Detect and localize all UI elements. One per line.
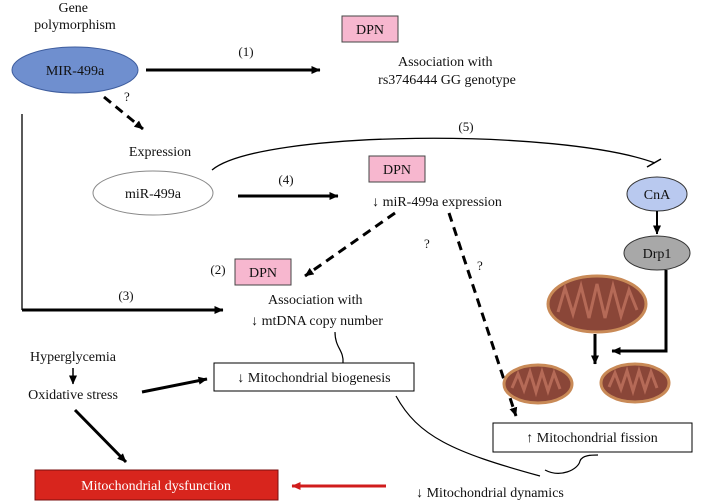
step-1-label: (1) <box>238 44 253 59</box>
hyperglycemia-label: Hyperglycemia <box>30 350 117 365</box>
question-mark-3: ? <box>477 258 483 273</box>
expression-label: Expression <box>129 145 191 160</box>
dpn-box-2 <box>368 155 426 183</box>
assoc-genotype-text: Association with rs3746444 GG genotype <box>378 55 516 88</box>
mir499a-rna-label: miR-499a <box>125 187 182 202</box>
drp1-ellipse <box>623 235 691 271</box>
dashed-arrow-expression <box>103 95 144 131</box>
mir499a-rna-ellipse <box>92 170 214 216</box>
dashed-arrow-fission <box>447 212 518 417</box>
inhibition-arc-5 <box>211 137 656 171</box>
dashed-arrow-mtdna <box>304 211 396 278</box>
cna-label: CnA <box>644 188 671 203</box>
step-4-label: (4) <box>278 172 293 187</box>
mir499a-gene-label: MIR-499a <box>46 64 105 79</box>
mito-fission-box <box>492 422 693 453</box>
arrow-drp1-fission <box>611 270 668 355</box>
arrow-stress-biogenesis <box>141 376 208 394</box>
mir499a-gene-ellipse <box>11 46 139 94</box>
mito-biogenesis-box <box>213 362 415 392</box>
dpn-box-3 <box>234 258 292 286</box>
inhibition-bar <box>646 158 662 168</box>
mito-biogenesis-label: ↓ Mitochondrial biogenesis <box>237 371 390 386</box>
mitochondrion-fragment-right-icon <box>599 362 671 404</box>
question-mark-1: ? <box>124 89 130 104</box>
assoc-mtdna-text: Association with ↓ mtDNA copy number <box>251 293 383 329</box>
dpn-box-1 <box>341 15 399 43</box>
assoc-genotype-line-1: Association with <box>398 55 493 70</box>
arrow-stress-dysfunction <box>73 408 128 464</box>
connector-fission-dynamics <box>544 454 599 474</box>
mito-fission-label: ↑ Mitochondrial fission <box>526 431 657 446</box>
connector-mtdna-biogenesis <box>334 331 344 364</box>
mitochondrion-whole-icon <box>546 274 648 334</box>
drp1-label: Drp1 <box>643 247 672 262</box>
assoc-mtdna-line-1: Association with <box>268 293 363 308</box>
mitochondrion-fragment-left-icon <box>502 363 574 405</box>
dpn-label-1: DPN <box>356 23 384 38</box>
question-mark-2: ? <box>424 236 430 251</box>
assoc-genotype-line-2: rs3746444 GG genotype <box>378 73 516 88</box>
oxidative-stress-label: Oxidative stress <box>28 388 118 403</box>
mito-dynamics-label: ↓ Mitochondrial dynamics <box>416 486 564 501</box>
step-2-label: (2) <box>210 262 225 277</box>
gene-polymorphism-label: Gene polymorphism <box>34 1 116 33</box>
dpn-label-3: DPN <box>249 266 277 281</box>
dpn-label-2: DPN <box>383 163 411 178</box>
gene-polymorphism-line-1: Gene <box>58 1 88 16</box>
step-3-label: (3) <box>118 288 133 303</box>
mito-dysfunction-label: Mitochondrial dysfunction <box>81 479 231 494</box>
assoc-mtdna-line-2: ↓ mtDNA copy number <box>251 314 383 329</box>
step-5-label: (5) <box>458 119 473 134</box>
connector-biogenesis-dynamics <box>395 395 541 477</box>
mito-dysfunction-box <box>34 469 279 501</box>
gene-polymorphism-line-2: polymorphism <box>34 18 116 33</box>
mir-expression-down-text: ↓ miR-499a expression <box>372 195 502 210</box>
